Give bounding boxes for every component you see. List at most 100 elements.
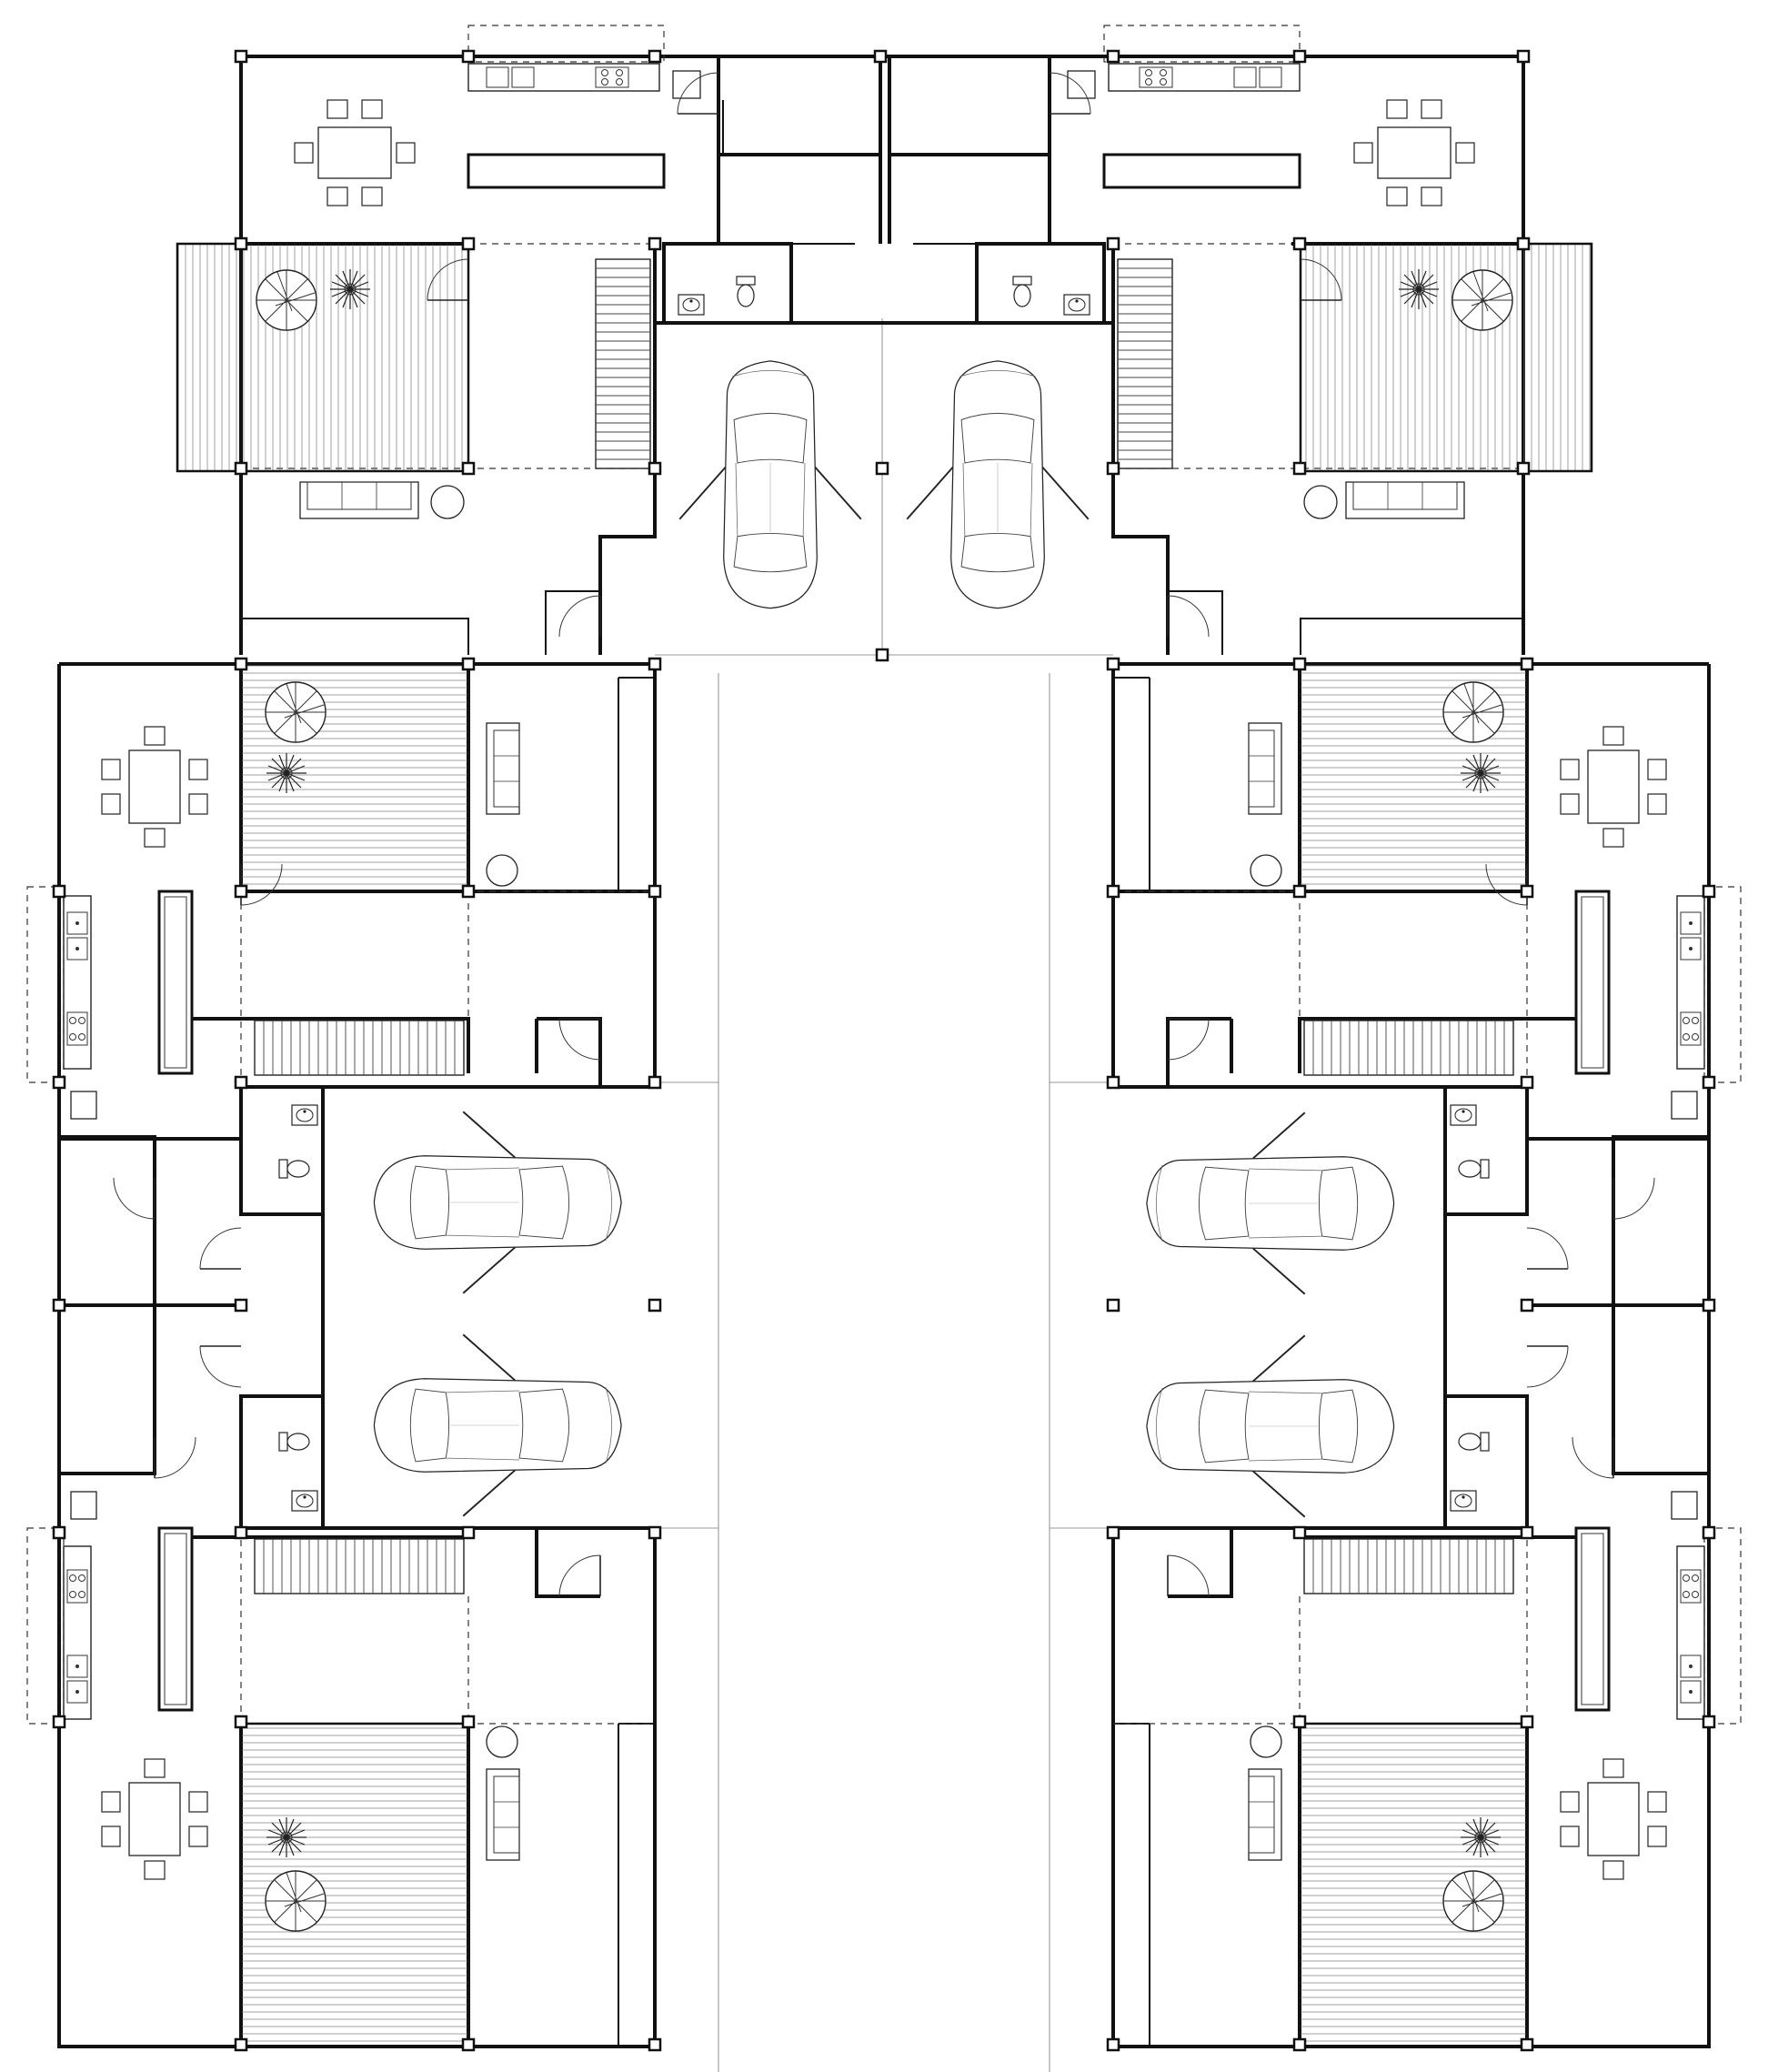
appliance — [70, 1491, 97, 1520]
column-icon — [461, 461, 476, 476]
door-swing-icon — [1167, 1554, 1210, 1597]
dining-table-icon — [101, 726, 208, 848]
column-icon — [1106, 884, 1120, 899]
side-table — [486, 854, 518, 887]
sofa-icon — [1248, 722, 1282, 815]
kitchen-island-icon — [1574, 890, 1611, 1075]
column-icon — [1292, 1715, 1307, 1729]
tree-icon — [1452, 269, 1513, 331]
column-icon — [1106, 461, 1120, 476]
column-icon — [1106, 49, 1120, 64]
sink-icon — [678, 294, 705, 316]
toilet-icon — [278, 1159, 310, 1179]
column-icon — [873, 49, 888, 64]
dining-table-icon — [1560, 1758, 1667, 1880]
column-icon — [1106, 657, 1120, 671]
column-icon — [52, 1525, 66, 1540]
column-icon — [52, 1075, 66, 1090]
toilet-icon — [278, 1432, 310, 1452]
toilet-icon — [1458, 1432, 1490, 1452]
column-icon — [461, 884, 476, 899]
sink-icon — [291, 1104, 318, 1126]
car-icon — [1145, 1334, 1395, 1518]
tree-icon — [1442, 1870, 1504, 1932]
column-icon — [234, 1715, 248, 1729]
column-icon — [1702, 1298, 1716, 1313]
column-icon — [1702, 884, 1716, 899]
tree-icon — [265, 681, 326, 743]
column-icon — [1292, 657, 1307, 671]
dining-table-icon — [294, 99, 416, 206]
door-swing-icon — [154, 1436, 196, 1479]
column-icon — [461, 1715, 476, 1729]
door-swing-icon — [1526, 1227, 1569, 1270]
column-icon — [234, 49, 248, 64]
column-icon — [1106, 2037, 1120, 2052]
column-icon — [1516, 461, 1531, 476]
column-icon — [461, 657, 476, 671]
column-icon — [648, 2037, 662, 2052]
column-icon — [1702, 1525, 1716, 1540]
appliance — [1067, 70, 1096, 99]
stair-icon — [1117, 258, 1173, 469]
side-table — [1250, 1725, 1282, 1758]
sofa-icon — [1345, 481, 1465, 519]
sofa-icon — [1248, 1768, 1282, 1861]
door-swing-icon — [558, 1018, 601, 1061]
kitchen-counter-icon — [1676, 895, 1705, 1070]
column-icon — [1106, 1075, 1120, 1090]
stair-icon — [1303, 1538, 1514, 1594]
kitchen-island-icon — [467, 153, 666, 189]
car-icon — [373, 1333, 623, 1517]
column-icon — [1702, 1075, 1716, 1090]
car-icon — [906, 359, 1090, 609]
column-icon — [234, 657, 248, 671]
column-icon — [648, 1298, 662, 1313]
column-icon — [1106, 236, 1120, 251]
kitchen-island-icon — [1102, 153, 1301, 189]
column-icon — [1106, 1525, 1120, 1540]
kitchen-island-icon — [1574, 1526, 1611, 1712]
side-table — [1250, 854, 1282, 887]
column-icon — [1516, 49, 1531, 64]
shrub-icon — [1460, 1816, 1502, 1858]
stair-icon — [595, 258, 651, 469]
door-swing-icon — [558, 595, 601, 638]
column-icon — [52, 1298, 66, 1313]
column-icon — [234, 2037, 248, 2052]
kitchen-island-icon — [157, 890, 194, 1075]
sink-icon — [1450, 1490, 1477, 1512]
dining-table-icon — [1560, 726, 1667, 848]
toilet-icon — [1012, 276, 1032, 307]
stair-icon — [254, 1538, 465, 1594]
kitchen-counter-icon — [1108, 63, 1301, 92]
car-icon — [678, 359, 862, 609]
toilet-icon — [736, 276, 756, 307]
column-icon — [234, 1075, 248, 1090]
column-icon — [461, 1525, 476, 1540]
kitchen-island-icon — [157, 1526, 194, 1712]
side-table — [430, 485, 465, 519]
car-icon — [373, 1111, 623, 1294]
kitchen-counter-icon — [467, 63, 660, 92]
dining-table-icon — [1353, 99, 1475, 206]
column-icon — [52, 1715, 66, 1729]
column-icon — [234, 236, 248, 251]
column-icon — [461, 2037, 476, 2052]
side-table — [486, 1725, 518, 1758]
column-icon — [1292, 49, 1307, 64]
deck-top-left — [176, 242, 470, 473]
column-icon — [648, 1075, 662, 1090]
toilet-icon — [1458, 1159, 1490, 1179]
shrub-icon — [266, 1816, 307, 1858]
kitchen-counter-icon — [63, 895, 92, 1070]
side-table — [1303, 485, 1338, 519]
shrub-icon — [329, 268, 371, 310]
column-icon — [52, 884, 66, 899]
stair-icon — [1303, 1020, 1514, 1076]
column-icon — [1520, 657, 1534, 671]
door-swing-icon — [199, 1345, 242, 1388]
column-icon — [1516, 236, 1531, 251]
door-swing-icon — [1572, 1436, 1614, 1479]
shrub-icon — [266, 752, 307, 794]
